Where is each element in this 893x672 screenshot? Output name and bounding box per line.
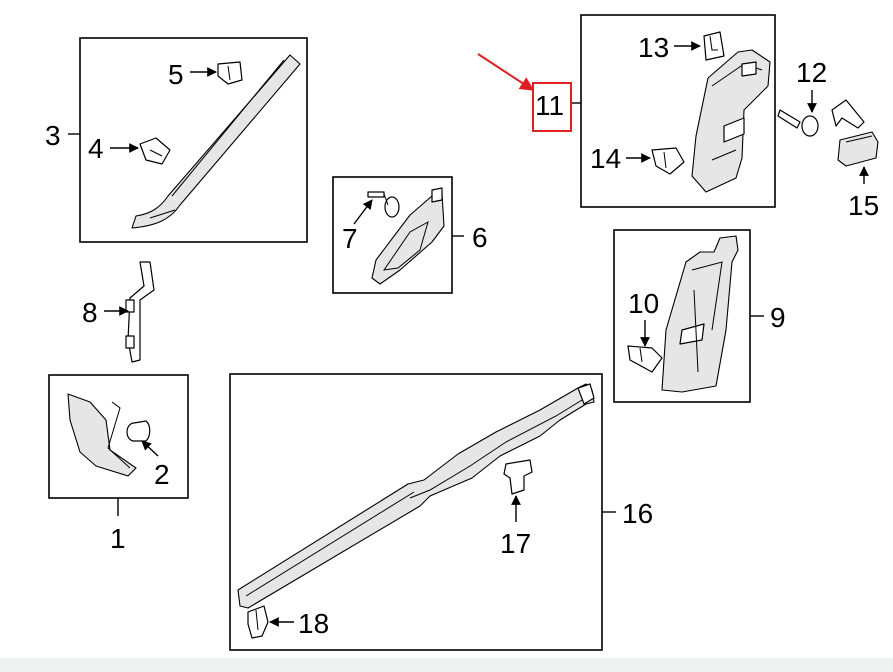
group-box-3 [79, 37, 308, 243]
leader-2 [141, 440, 159, 457]
part-cowl-trim[interactable] [67, 393, 137, 477]
part-a-pillar-trim[interactable] [131, 54, 301, 229]
part-clip-15[interactable] [831, 99, 879, 167]
callout-11: 11 [535, 90, 564, 121]
part-clip-17[interactable] [503, 459, 533, 495]
part-clip-18[interactable] [247, 605, 269, 639]
callout-4: 4 [88, 133, 104, 164]
callout-18: 18 [298, 608, 329, 639]
part-plug-2[interactable] [126, 420, 151, 442]
callout-6: 6 [472, 222, 488, 253]
callout-12: 12 [796, 57, 827, 88]
highlight-arrow [477, 53, 535, 91]
part-nut-10[interactable] [627, 345, 663, 373]
part-b-pillar-upper-trim[interactable] [691, 49, 771, 193]
part-screw-7[interactable] [367, 191, 400, 218]
callout-10: 10 [628, 288, 659, 319]
part-clip-5[interactable] [217, 61, 243, 85]
callout-16: 16 [622, 498, 653, 529]
part-nut-14[interactable] [651, 147, 685, 175]
leader-7 [353, 199, 373, 225]
callout-1: 1 [110, 523, 126, 554]
part-screw-12[interactable] [777, 109, 819, 137]
part-sill-plate[interactable] [237, 383, 595, 609]
highlight-box [532, 82, 572, 132]
callout-5: 5 [168, 59, 184, 90]
callout-9: 9 [770, 302, 786, 333]
callout-8: 8 [82, 297, 98, 328]
callout-15: 15 [848, 190, 879, 221]
part-clip-13[interactable] [703, 31, 725, 61]
part-trim-panel-6[interactable] [371, 187, 445, 285]
group-box-6 [332, 176, 453, 294]
callout-2: 2 [154, 459, 170, 490]
part-nut-4[interactable] [139, 137, 171, 165]
callout-7: 7 [342, 223, 358, 254]
part-bracket-8[interactable] [125, 261, 155, 363]
part-b-pillar-lower-trim[interactable] [661, 235, 739, 393]
callout-17: 17 [500, 528, 531, 559]
footer-band [0, 658, 893, 672]
callout-13: 13 [638, 32, 669, 63]
callout-14: 14 [590, 143, 621, 174]
callout-3: 3 [45, 120, 61, 151]
group-box-11 [580, 14, 776, 208]
